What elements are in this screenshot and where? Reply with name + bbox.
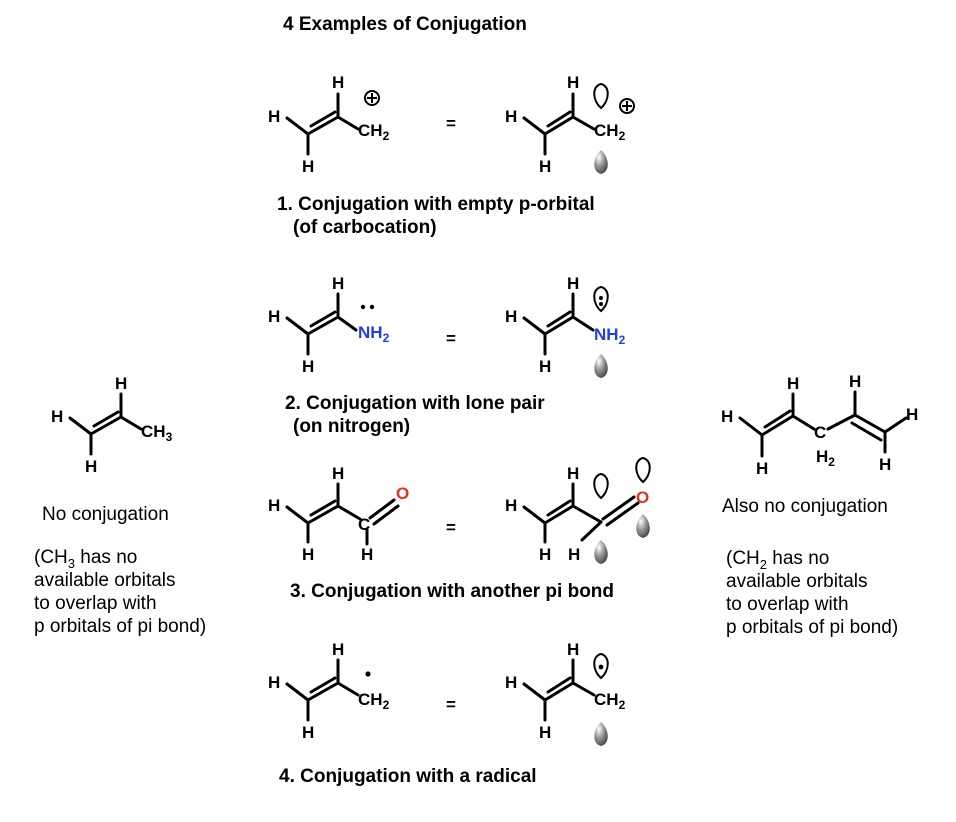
atom-h: H [332,73,344,92]
atom-h: H [906,405,918,424]
caption-example-2-sub: (on nitrogen) [293,416,411,437]
atom-h: H [268,107,280,126]
atom-nh2: NH2 [594,325,626,347]
structure-allyl-cation-orbital: H H H CH2 [505,73,635,176]
atom-h: H [539,723,551,742]
caption-example-1-sub: (of carbocation) [293,217,437,238]
filled-p-orbital-lobe-icon [636,514,650,538]
caption-example-1: 1. Conjugation with empty p-orbital [277,194,595,215]
right-note-line-1: (CH2 has no [726,548,830,572]
atom-h: H [849,372,861,391]
atom-h: H [115,374,127,393]
atom-h: H [85,457,97,476]
atom-ch2: CH2 [358,121,390,143]
atom-h: H [539,157,551,176]
radical-dot-icon [365,671,371,677]
structure-acrolein-orbital: H H H H O [505,456,651,564]
atom-ch3: CH3 [141,422,173,444]
caption-example-3: 3. Conjugation with another pi bond [290,581,615,602]
atom-h: H [567,73,579,92]
filled-p-orbital-lobe-icon [594,722,608,746]
radical-orbital-lobe-icon [593,652,609,680]
atom-o: O [636,488,649,507]
left-note-line-2: available orbitals [34,570,176,591]
right-note-heading: Also no conjugation [722,496,888,517]
atom-c: C [814,423,826,442]
atom-h: H [567,274,579,293]
right-note-line-4: p orbitals of pi bond) [726,617,899,638]
structure-allyl-cation: H H H CH2 [268,73,390,176]
atom-h: H [567,640,579,659]
filled-p-orbital-lobe-icon [594,150,608,174]
atom-h: H [361,545,373,564]
atom-h: H [539,545,551,564]
left-note-line-3: to overlap with [34,593,157,614]
atom-h: H [505,307,517,326]
atom-h: H [505,673,517,692]
atom-h: H [302,545,314,564]
atom-h: H [568,545,580,564]
structure-pentadiene: H H H C H2 H H H [721,372,918,478]
atom-h: H [756,459,768,478]
atom-h: H [567,464,579,483]
structure-allyl-radical-orbital: H H H CH2 [505,640,626,746]
right-note-line-3: to overlap with [726,594,849,615]
structure-allyl-radical: H H H CH2 [268,640,390,742]
equals-sign-2: = [446,329,456,348]
right-note-line-2: available orbitals [726,571,868,592]
left-note-line-4: p orbitals of pi bond) [34,616,207,637]
atom-nh2: NH2 [358,323,390,345]
atom-h: H [332,464,344,483]
left-note-heading: No conjugation [42,504,169,525]
atom-h: H [505,496,517,515]
atom-h: H [302,723,314,742]
equals-sign-3: = [446,518,456,537]
filled-p-orbital-lobe-icon [594,540,608,564]
lone-pair-orbital-lobe-icon [593,285,609,313]
atom-h: H [332,640,344,659]
positive-charge-icon [364,90,380,106]
atom-ch2: CH2 [594,690,626,712]
equals-sign-4: = [446,695,456,714]
empty-p-orbital-lobe-icon [635,456,651,484]
structure-propene: H H H CH3 [51,374,173,476]
lone-pair-icon [360,304,375,310]
atom-h: H [51,407,63,426]
atom-ch2: CH2 [358,690,390,712]
atom-h: H [505,107,517,126]
structure-vinylamine-orbital: H H H NH2 [505,274,626,378]
empty-p-orbital-lobe-icon [593,82,609,110]
structure-acrolein: H H H C H O [268,464,409,564]
page-title: 4 Examples of Conjugation [283,14,527,35]
atom-h2: H2 [816,447,835,469]
positive-charge-icon [619,98,635,114]
atom-h: H [879,455,891,474]
atom-h: H [302,157,314,176]
atom-h: H [539,357,551,376]
caption-example-2: 2. Conjugation with lone pair [285,393,545,414]
atom-h: H [268,307,280,326]
atom-o: O [396,484,409,503]
atom-c: C [358,515,370,534]
equals-sign-1: = [446,114,456,133]
empty-p-orbital-lobe-icon [593,472,609,500]
atom-ch2: CH2 [594,121,626,143]
atom-h: H [787,374,799,393]
atom-h: H [332,274,344,293]
atom-h: H [302,357,314,376]
atom-h: H [721,407,733,426]
atom-h: H [268,673,280,692]
atom-h: H [268,496,280,515]
structure-vinylamine: H H H NH2 [268,274,390,376]
filled-p-orbital-lobe-icon [594,354,608,378]
caption-example-4: 4. Conjugation with a radical [279,766,537,787]
left-note-line-1: (CH3 has no [34,547,138,571]
